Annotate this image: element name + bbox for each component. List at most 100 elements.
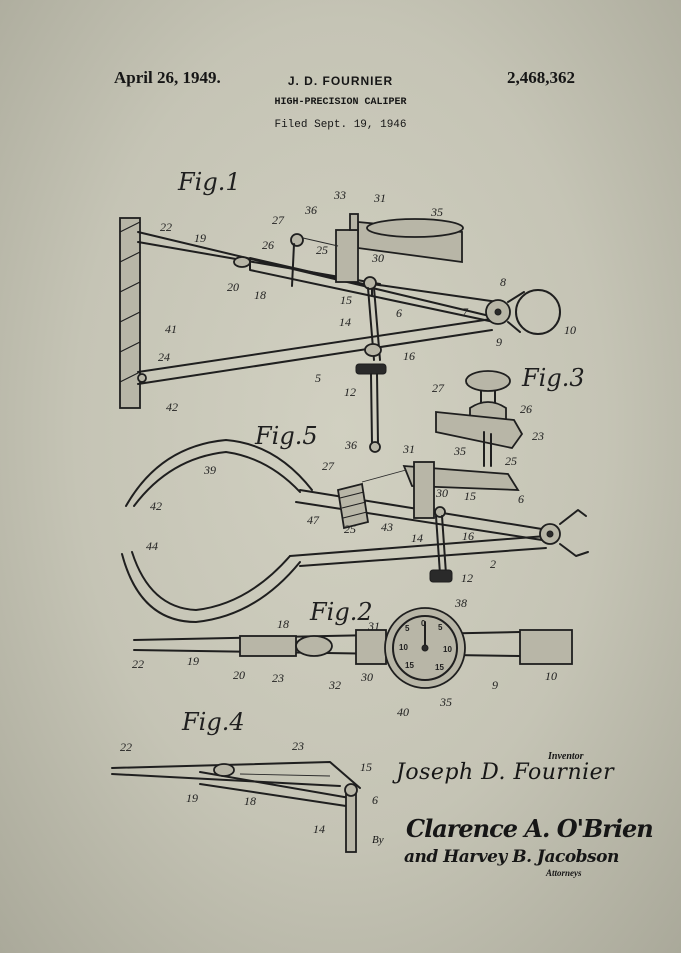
reference-numeral: 23 (272, 671, 284, 685)
fig4-caption: Fig.4 (181, 708, 245, 736)
reference-numeral: 26 (520, 402, 532, 416)
inventor-role: Inventor (548, 751, 584, 762)
reference-numeral: 42 (150, 499, 162, 513)
figure-1-drawing: Fig.1 (119, 168, 576, 453)
reference-numeral: 2 (490, 557, 496, 571)
reference-numeral: 31 (402, 442, 415, 456)
attorneys-role: Attorneys (546, 868, 582, 878)
reference-numeral: 31 (373, 191, 386, 205)
fig1-nut (355, 363, 387, 375)
reference-numeral: 6 (396, 306, 402, 320)
fig1-lower-arm (137, 317, 499, 385)
reference-numeral: 14 (339, 315, 351, 329)
fig5-caption: Fig.5 (254, 422, 318, 450)
fig2-ring (519, 629, 573, 665)
fig2-gauge-block (355, 629, 387, 665)
reference-numeral: 19 (186, 791, 198, 805)
fig5-labels: 36 31 35 39 27 42 30 15 6 47 25 43 44 14… (146, 438, 524, 585)
reference-numeral: 22 (120, 740, 132, 754)
figure-4-drawing: Fig.4 22 23 15 19 18 6 14 (111, 708, 378, 853)
fig1-gauge-block (335, 229, 359, 283)
fig1-thumb-screw (290, 233, 304, 247)
reference-numeral: 18 (277, 617, 289, 631)
inventor-header: J. D. FOURNIER (287, 74, 394, 88)
reference-numeral: 43 (381, 520, 393, 534)
reference-numeral: 15 (340, 293, 352, 307)
reference-numeral: 30 (435, 486, 448, 500)
attorney-signature-1: Clarence A. O'Brien (406, 814, 654, 843)
reference-numeral: 30 (371, 251, 384, 265)
reference-numeral: 23 (292, 739, 304, 753)
reference-numeral: 6 (372, 793, 378, 807)
reference-numeral: 23 (532, 429, 544, 443)
dial-number: 0 (421, 619, 426, 628)
fig1-caption: Fig.1 (177, 168, 241, 196)
reference-numeral: 32 (328, 678, 341, 692)
figure-3-drawing: Fig.3 27 26 23 25 (432, 364, 585, 468)
reference-numeral: 16 (403, 349, 415, 363)
reference-numeral: 35 (430, 205, 443, 219)
reference-numeral: 14 (411, 531, 423, 545)
reference-numeral: 25 (316, 243, 328, 257)
reference-numeral: 19 (187, 654, 199, 668)
reference-numeral: 18 (254, 288, 266, 302)
reference-numeral: 10 (545, 669, 557, 683)
reference-numeral: 38 (454, 596, 467, 610)
fig2-labels: 38 18 31 22 19 20 23 32 30 9 10 40 35 (132, 596, 557, 719)
patent-title: HIGH-PRECISION CALIPER (274, 97, 407, 108)
patent-number: 2,468,362 (507, 68, 575, 87)
reference-numeral: 36 (304, 203, 317, 217)
reference-numeral: 15 (360, 760, 372, 774)
fig1-work-block (119, 217, 141, 409)
patent-date: April 26, 1949. (114, 68, 221, 87)
reference-numeral: 26 (262, 238, 274, 252)
fig3-bar (435, 411, 524, 450)
fig2-sleeve (239, 635, 297, 657)
reference-numeral: 25 (505, 454, 517, 468)
reference-numeral: 12 (344, 385, 356, 399)
fig3-labels: 27 26 23 25 (432, 381, 544, 468)
inventor-signature: Joseph D. Fournier (396, 760, 615, 785)
fig2-caption: Fig.2 (309, 598, 373, 626)
reference-numeral: 35 (453, 444, 466, 458)
fig5-jaw-tips (559, 509, 589, 557)
reference-numeral: 6 (518, 492, 524, 506)
reference-numeral: 20 (233, 668, 245, 682)
attorney-signature-2: and Harvey B. Jacobson (404, 847, 619, 867)
dial-number: 15 (435, 663, 444, 672)
reference-numeral: 16 (462, 529, 474, 543)
fig1-jaw-tips (507, 291, 525, 333)
reference-numeral: 30 (360, 670, 373, 684)
by-label: By (372, 834, 384, 846)
reference-numeral: 33 (333, 188, 346, 202)
reference-numeral: 27 (272, 213, 285, 227)
reference-numeral: 5 (315, 371, 321, 385)
reference-numeral: 15 (464, 489, 476, 503)
dial-number: 5 (405, 624, 410, 633)
dial-number: 10 (443, 645, 452, 654)
reference-numeral: 24 (158, 350, 170, 364)
reference-numeral: 7 (462, 305, 469, 319)
reference-numeral: 9 (496, 335, 502, 349)
reference-numeral: 8 (500, 275, 506, 289)
figure-2-drawing: Fig.2 0 5 10 15 15 10 5 38 18 31 (132, 596, 573, 719)
reference-numeral: 39 (203, 463, 216, 477)
fig5-post (435, 515, 441, 575)
reference-numeral: 20 (227, 280, 239, 294)
reference-numeral: 27 (432, 381, 445, 395)
reference-numeral: 31 (367, 619, 380, 633)
figure-5-drawing: Fig.5 36 31 35 39 27 (121, 422, 589, 623)
fig5-lower-jaw (121, 553, 301, 623)
reference-numeral: 22 (132, 657, 144, 671)
fig5-upper-jaw (125, 439, 313, 507)
reference-numeral: 22 (160, 220, 172, 234)
filed-date: Filed Sept. 19, 1946 (274, 119, 407, 131)
fig4-beam (111, 761, 361, 789)
reference-numeral: 35 (439, 695, 452, 709)
reference-numeral: 41 (165, 322, 177, 336)
reference-numeral: 12 (461, 571, 473, 585)
reference-numeral: 36 (344, 438, 357, 452)
reference-numeral: 27 (322, 459, 335, 473)
reference-numeral: 44 (146, 539, 158, 553)
